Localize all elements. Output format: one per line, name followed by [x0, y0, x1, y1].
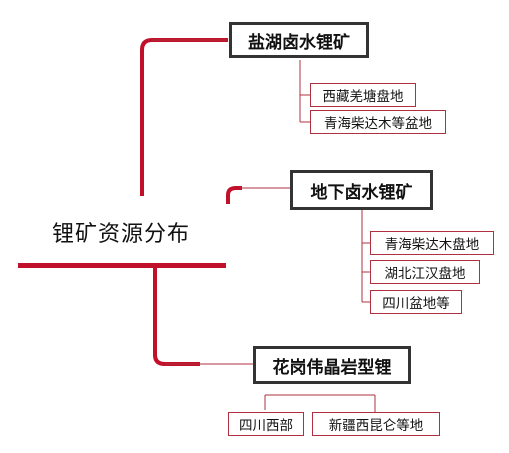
child-label: 青海柴达木等盆地 — [324, 116, 432, 132]
branch-2-line — [226, 186, 242, 204]
branch-label: 盐湖卤水锂矿 — [248, 32, 350, 53]
child-xinjiang-west-kunlun[interactable]: 新疆西昆仑等地 — [312, 412, 440, 436]
child-label: 湖北江汉盘地 — [384, 266, 466, 282]
child-label: 新疆西昆仑等地 — [328, 418, 424, 434]
child-qinghai-qaidam-basins[interactable]: 青海柴达木等盆地 — [310, 110, 446, 134]
child-hubei-jianghan[interactable]: 湖北江汉盘地 — [370, 260, 480, 284]
child-sichuan-basin[interactable]: 四川盆地等 — [370, 290, 462, 314]
branch-3-line — [153, 268, 200, 366]
child-tibet-qiangtang[interactable]: 西藏羌塘盘地 — [310, 83, 416, 107]
child-qinghai-qaidam[interactable]: 青海柴达木盘地 — [370, 231, 494, 255]
root-topic: 锂矿资源分布 — [52, 222, 191, 247]
child-label: 青海柴达木盘地 — [384, 237, 480, 253]
branch-underground-brine[interactable]: 地下卤水锂矿 — [290, 170, 433, 210]
branch-label: 地下卤水锂矿 — [310, 182, 413, 203]
child-label: 四川盆地等 — [382, 296, 450, 312]
child-western-sichuan[interactable]: 四川西部 — [228, 412, 304, 436]
branch-label: 花岗伟晶岩型锂 — [272, 357, 392, 378]
branch-1-line — [140, 38, 228, 196]
child-label: 西藏羌塘盘地 — [322, 89, 404, 105]
child-label: 四川西部 — [239, 418, 293, 434]
branch-granite-pegmatite[interactable]: 花岗伟晶岩型锂 — [253, 346, 411, 384]
branch-salt-lake-brine[interactable]: 盐湖卤水锂矿 — [229, 22, 369, 58]
trunk-line — [18, 263, 226, 268]
